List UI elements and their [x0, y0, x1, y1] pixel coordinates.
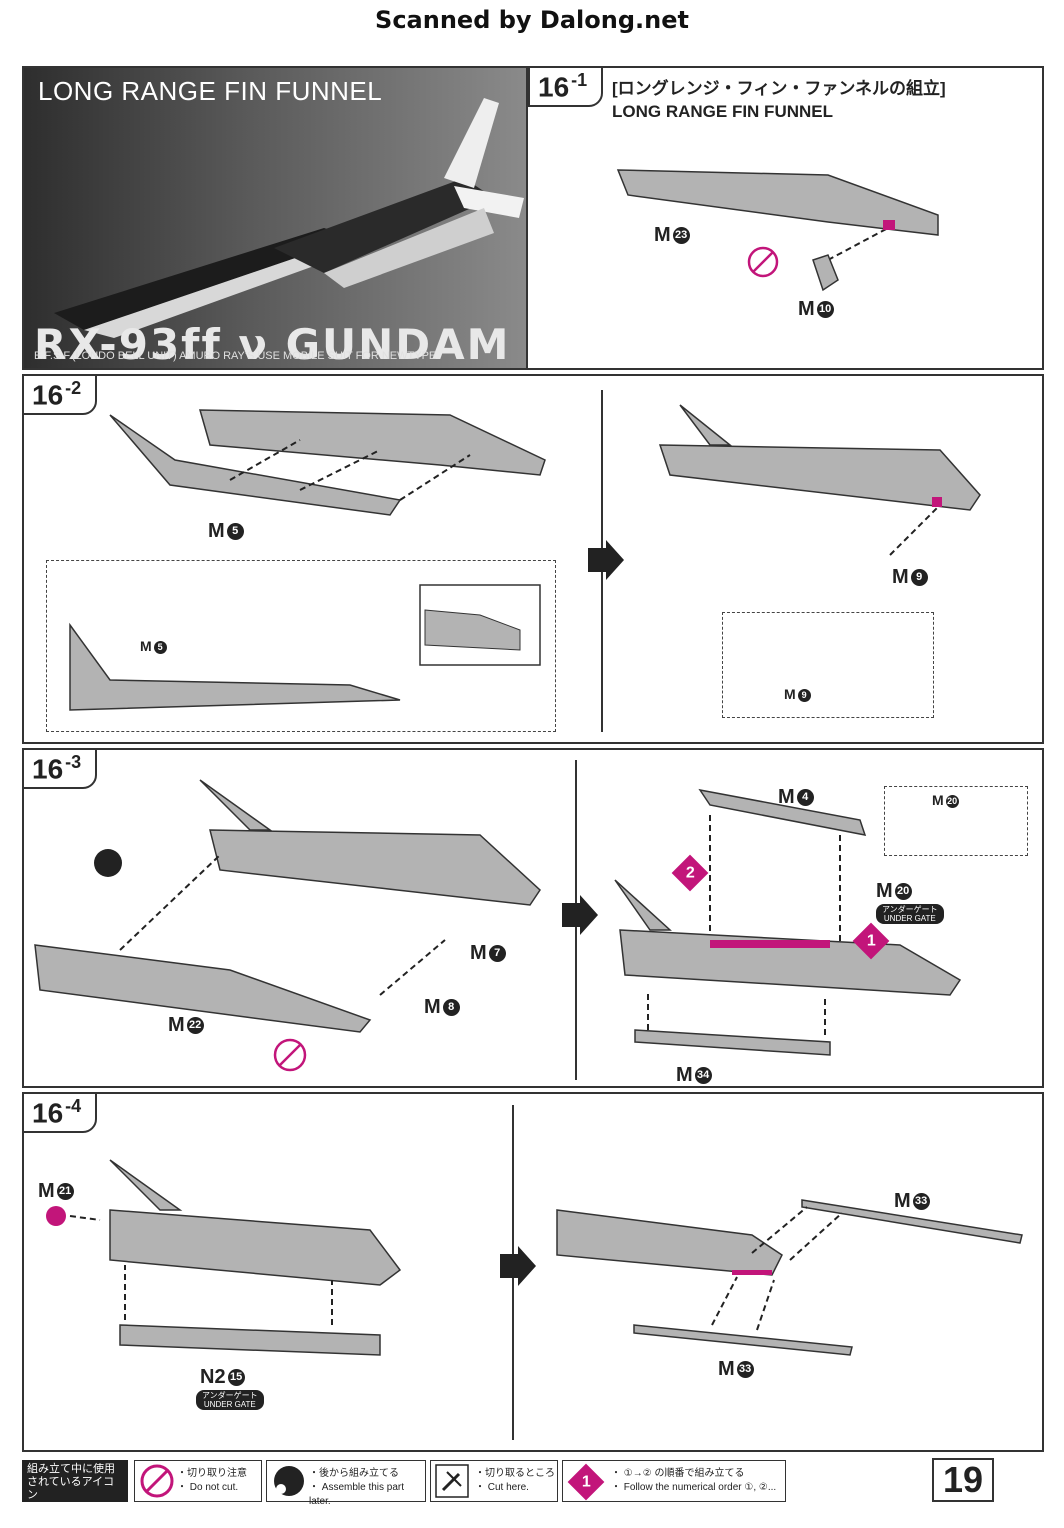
- step-16-2-right-detail-box: [722, 612, 934, 718]
- step-16-1-diagram: [616, 169, 939, 292]
- step-16-3-left-diagram: [34, 779, 541, 1072]
- do-not-cut-icon: [140, 1464, 174, 1498]
- legend-assemble-later-en: ・ Assemble this part later.: [309, 1482, 405, 1507]
- step-16-2-number: 16-2: [22, 374, 98, 416]
- legend-do-not-cut-jp: ・切り取り注意: [177, 1468, 247, 1479]
- funnel-render: [54, 98, 524, 338]
- legend-cut-here-jp: ・切り取るところ: [475, 1468, 555, 1479]
- hero-description: E.F.S.F.(LONDO BELL UNIT) AMURO RAY'S US…: [34, 350, 437, 362]
- step-16-4-number: 16-4: [22, 1092, 98, 1134]
- step-16-2-detail-box: [46, 560, 556, 732]
- legend-cut-here: ・切り取るところ ・ Cut here.: [430, 1460, 558, 1502]
- legend-order-en: ・ Follow the numerical order ①, ②...: [611, 1482, 777, 1493]
- legend-do-not-cut-en: ・ Do not cut.: [177, 1482, 239, 1493]
- step-16-2-right-diagram: [658, 404, 981, 556]
- step-16-2-left-diagram: [109, 409, 546, 516]
- step-16-1-panel: [528, 66, 1044, 370]
- step-16-4-left-diagram: [46, 1159, 402, 1356]
- step-16-1-en-title: LONG RANGE FIN FUNNEL: [612, 102, 833, 121]
- assemble-later-icon: [274, 1466, 304, 1496]
- legend-assemble-later-jp: ・後から組み立てる: [309, 1468, 399, 1479]
- step-16-2-detail-diagram: [69, 584, 541, 711]
- step-16-3-arrow: [562, 895, 598, 935]
- legend-order-badge: 1: [567, 1463, 605, 1501]
- legend-numerical-order: 1 ・ ①→② の順番で組み立てる ・ Follow the numerical…: [562, 1460, 786, 1502]
- page-number: 19: [932, 1458, 994, 1502]
- hero-title: LONG RANGE FIN FUNNEL: [38, 76, 383, 106]
- legend-order-jp: ・ ①→② の順番で組み立てる: [611, 1468, 745, 1479]
- hero-model-name: RX-93ff ν GUNDAM: [34, 320, 511, 369]
- scan-credit: Scanned by Dalong.net: [375, 6, 689, 34]
- step-16-4-panel: [22, 1092, 1044, 1452]
- legend-do-not-cut: ・切り取り注意 ・ Do not cut.: [134, 1460, 262, 1502]
- step-16-2-arrow: [588, 540, 624, 580]
- step-16-4-right-diagram: [556, 1199, 1023, 1356]
- nippers-icon: [435, 1464, 469, 1498]
- step-16-3-number: 16-3: [22, 748, 98, 790]
- step-16-1-jp-title: [ロングレンジ・フィン・ファンネルの組立]: [612, 79, 946, 98]
- step-16-3-detail-box: [884, 786, 1028, 856]
- step-16-4-arrow: [500, 1246, 536, 1286]
- step-16-3-right-diagram: [614, 788, 962, 1056]
- hero-image: LONG RANGE FIN FUNNEL RX-93ff ν GUNDAM E…: [22, 66, 528, 370]
- step-16-1-number: 16-1: [528, 66, 604, 108]
- legend-heading: 組み立て中に使用されているアイコン Symbols used in instru…: [22, 1460, 128, 1526]
- legend-assemble-later: ・後から組み立てる ・ Assemble this part later.: [266, 1460, 426, 1507]
- step-16-2-panel: [22, 374, 1044, 744]
- legend-cut-here-en: ・ Cut here.: [475, 1482, 529, 1493]
